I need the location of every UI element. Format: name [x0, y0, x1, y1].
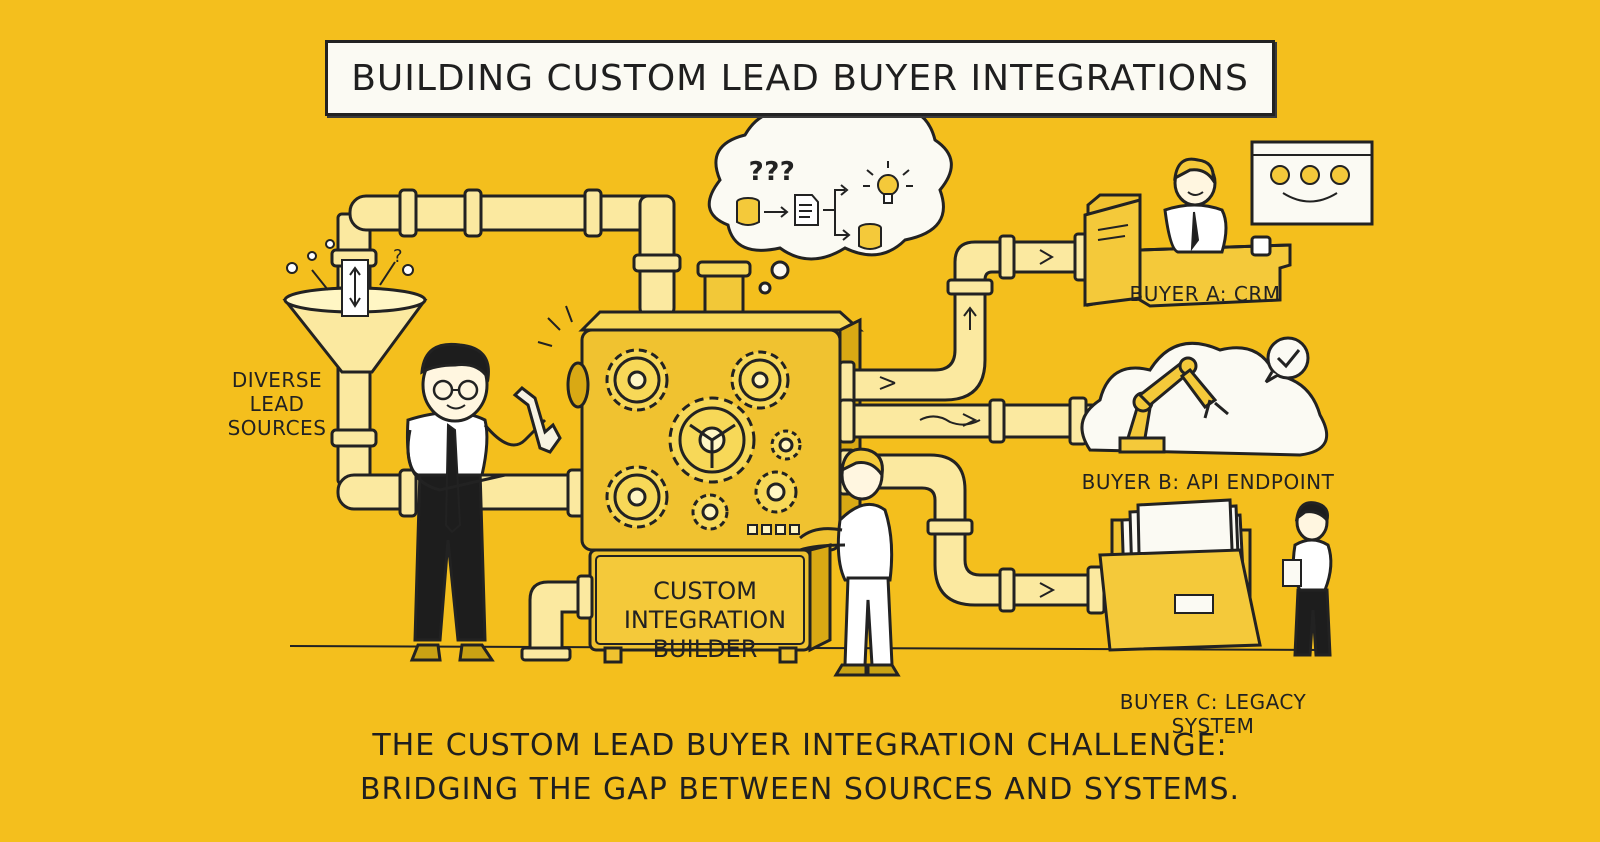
title-banner: BUILDING CUSTOM LEAD BUYER INTEGRATIONS: [325, 40, 1275, 116]
machine-label: CUSTOM INTEGRATION BUILDER: [600, 577, 810, 664]
lightbulb-icon: [863, 161, 913, 204]
computer-monitor-icon: [1250, 140, 1374, 226]
caption-line-2: BRIDGING THE GAP BETWEEN SOURCES AND SYS…: [359, 772, 1241, 807]
control-buttons: [747, 524, 800, 535]
sources-label: DIVERSE LEAD SOURCES: [222, 368, 332, 440]
wrench-icon: [512, 386, 562, 454]
bottom-pipe: [520, 574, 594, 662]
machine-label-line-3: BUILDER: [652, 635, 758, 663]
gear-icon: [605, 348, 802, 531]
sources-label-line-3: SOURCES: [227, 416, 327, 440]
funnel-icon: [282, 259, 428, 374]
sources-label-line-1: DIVERSE: [231, 368, 323, 392]
caption-line-1: THE CUSTOM LEAD BUYER INTEGRATION CHALLE…: [372, 728, 1228, 763]
machine-label-line-1: CUSTOM: [653, 577, 757, 605]
buyer-c-label: BUYER C: LEGACY SYSTEM: [1119, 690, 1307, 738]
clipboard-person: [1282, 501, 1333, 657]
checkmark-icon: [1264, 336, 1310, 384]
spark-lines: [537, 305, 573, 347]
thought-question-marks: ???: [748, 157, 796, 187]
buyer-a-crm-illustration: [1083, 157, 1292, 308]
sources-label-line-2: LEAD: [249, 392, 305, 416]
folder-icon: [1098, 498, 1262, 652]
buyer-b-label: BUYER B: API ENDPOINT: [1081, 470, 1335, 494]
worker-figure: [799, 447, 901, 677]
machine-label-line-2: INTEGRATION: [623, 606, 787, 634]
engineer-figure: [406, 342, 547, 662]
lead-droplets: [286, 239, 414, 291]
buyer-a-label: BUYER A: CRM: [1129, 282, 1281, 306]
output-pipes: [838, 232, 1106, 615]
question-mark: ?: [393, 246, 403, 267]
document-icon: [764, 184, 851, 241]
database-icon: [736, 197, 882, 250]
robot-arm-icon: [1118, 356, 1229, 454]
page-title: BUILDING CUSTOM LEAD BUYER INTEGRATIONS: [351, 57, 1249, 99]
